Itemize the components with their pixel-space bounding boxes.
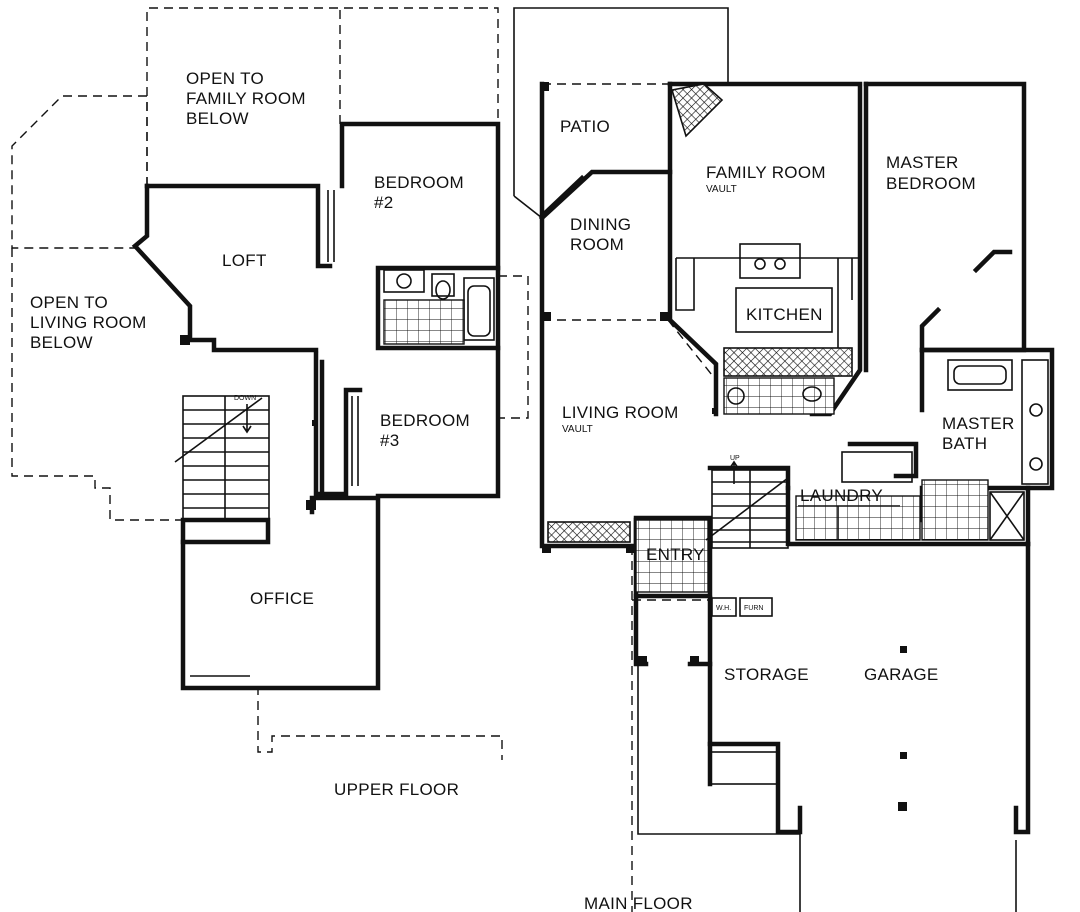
fireplace-icon bbox=[670, 83, 724, 138]
bathtub-icon bbox=[947, 359, 1013, 391]
water-heater-label: W.H. bbox=[716, 605, 731, 612]
furnace-icon bbox=[739, 597, 773, 617]
bathtub-icon bbox=[463, 277, 495, 341]
master-bedroom-label-2: BEDROOM bbox=[886, 174, 976, 193]
kitchen-label: KITCHEN bbox=[746, 305, 823, 324]
master-bedroom-label-1: MASTER bbox=[886, 153, 959, 172]
storage-shelf bbox=[709, 751, 779, 785]
upper-stairs-icon bbox=[174, 395, 270, 521]
main-room-labels: PATIO FAMILY ROOM VAULT MASTER BEDROOM D… bbox=[560, 117, 1015, 912]
cooktop-icon bbox=[739, 243, 801, 279]
patio-label: PATIO bbox=[560, 117, 610, 136]
main-fixtures bbox=[547, 83, 860, 543]
open-to-living-label-1: OPEN TO bbox=[30, 293, 108, 312]
open-to-family-label-1: OPEN TO bbox=[186, 69, 264, 88]
water-heater-icon bbox=[711, 597, 737, 617]
sink-icon bbox=[727, 387, 745, 405]
laundry-label: LAUNDRY bbox=[800, 486, 883, 505]
down-stair-label: DOWN bbox=[234, 395, 256, 402]
main-posts bbox=[540, 82, 907, 811]
dining-room-label-1: DINING bbox=[570, 215, 631, 234]
sink-icon bbox=[383, 269, 425, 293]
dining-room-label-2: ROOM bbox=[570, 235, 624, 254]
master-bath-fixtures bbox=[901, 359, 1049, 541]
upper-walls bbox=[131, 121, 501, 691]
upper-open-areas bbox=[11, 7, 529, 760]
utility-equipment: W.H. FURN bbox=[709, 597, 779, 785]
kitchen-island bbox=[735, 287, 833, 333]
main-floor-title: MAIN FLOOR bbox=[584, 894, 693, 912]
upper-bath bbox=[383, 269, 495, 345]
patio-outline bbox=[513, 7, 1017, 912]
upper-room-labels: OPEN TO FAMILY ROOM BELOW BEDROOM #2 LOF… bbox=[30, 69, 470, 799]
furnace-label: FURN bbox=[744, 605, 763, 612]
up-stair-label: UP bbox=[730, 455, 740, 462]
main-walls bbox=[538, 81, 1055, 835]
family-room-label: FAMILY ROOM bbox=[706, 163, 826, 182]
living-room-vault-note: VAULT bbox=[562, 424, 593, 435]
bedroom3-label-1: BEDROOM bbox=[380, 411, 470, 430]
storage-label: STORAGE bbox=[724, 665, 809, 684]
laundry-entry bbox=[635, 451, 921, 593]
office-label: OFFICE bbox=[250, 589, 314, 608]
bedroom2-label-1: BEDROOM bbox=[374, 173, 464, 192]
loft-label: LOFT bbox=[222, 251, 267, 270]
shower-icon bbox=[989, 491, 1025, 541]
kitchen-counter bbox=[723, 347, 853, 377]
main-stairs-icon bbox=[705, 460, 789, 549]
entry-label: ENTRY bbox=[646, 545, 705, 564]
bedroom3-label-2: #3 bbox=[380, 431, 400, 450]
toilet-icon bbox=[802, 386, 822, 402]
bedroom2-label-2: #2 bbox=[374, 193, 394, 212]
main-floor-plan: W.H. FURN PATIO FAMILY ROOM VAULT MASTER… bbox=[513, 7, 1055, 912]
open-to-family-label-2: FAMILY ROOM bbox=[186, 89, 306, 108]
garage-label: GARAGE bbox=[864, 665, 939, 684]
upper-floor-title: UPPER FLOOR bbox=[334, 780, 459, 799]
vanity-icon bbox=[1021, 359, 1049, 485]
master-bath-label-2: BATH bbox=[942, 434, 987, 453]
open-to-living-label-2: LIVING ROOM bbox=[30, 313, 147, 332]
upper-details bbox=[180, 190, 359, 677]
washer-dryer-icon bbox=[841, 451, 913, 483]
upper-floor-plan: OPEN TO FAMILY ROOM BELOW BEDROOM #2 LOF… bbox=[11, 7, 529, 799]
toilet-icon bbox=[431, 273, 455, 297]
living-fireplace bbox=[547, 521, 631, 543]
living-room-label: LIVING ROOM bbox=[562, 403, 679, 422]
open-to-family-label-3: BELOW bbox=[186, 109, 249, 128]
master-bath-label-1: MASTER bbox=[942, 414, 1015, 433]
open-to-living-label-3: BELOW bbox=[30, 333, 93, 352]
family-room-vault-note: VAULT bbox=[706, 184, 737, 195]
